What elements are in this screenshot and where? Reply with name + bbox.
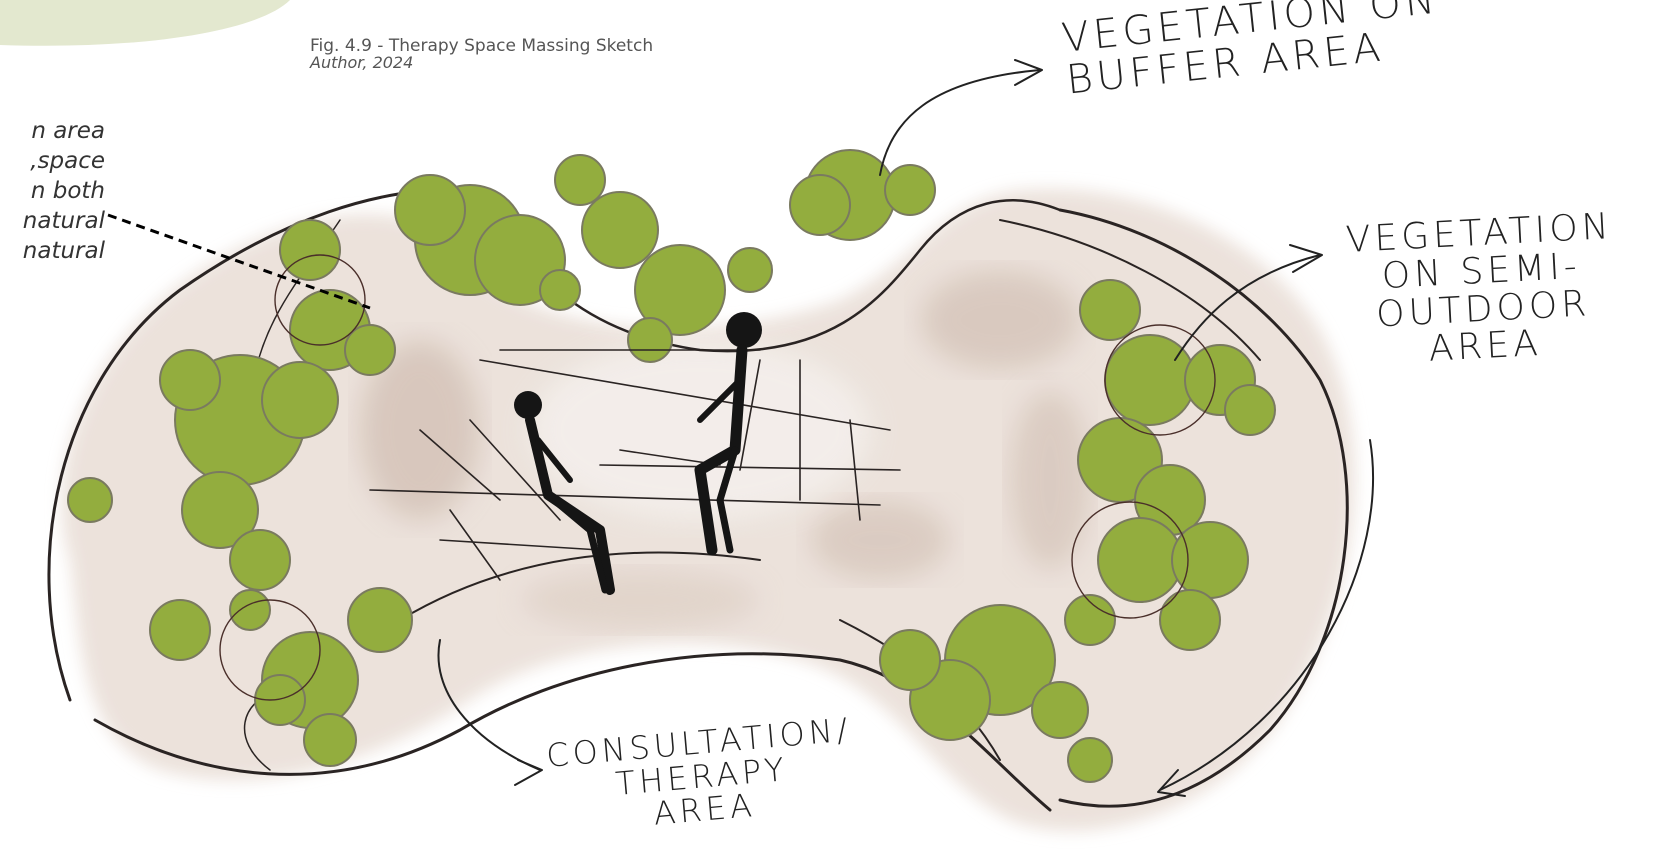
figure-caption: Fig. 4.9 - Therapy Space Massing Sketch … bbox=[310, 38, 653, 71]
note-leader-line bbox=[107, 213, 371, 310]
side-note: n area space, n both natural natural bbox=[0, 116, 105, 266]
side-note-line: natural bbox=[22, 238, 105, 264]
annotation-arrows bbox=[437, 59, 1374, 797]
label-semi-outdoor-vegetation: VEGETATION ON SEMI- OUTDOOR AREA bbox=[1345, 206, 1619, 373]
caption-title: Fig. 4.9 - Therapy Space Massing Sketch bbox=[310, 36, 654, 56]
side-note-line: natural bbox=[22, 208, 105, 234]
caption-author: Author, 2024 bbox=[310, 53, 414, 72]
corner-leaf-shape bbox=[0, 0, 290, 46]
seated-figures bbox=[514, 312, 762, 595]
vegetation-clumps bbox=[67, 149, 1276, 783]
vegetation-outline-loops bbox=[219, 254, 1216, 701]
side-note-line: n both bbox=[30, 178, 105, 204]
side-note-line: n area bbox=[31, 118, 105, 144]
side-note-line: space, bbox=[30, 148, 105, 174]
